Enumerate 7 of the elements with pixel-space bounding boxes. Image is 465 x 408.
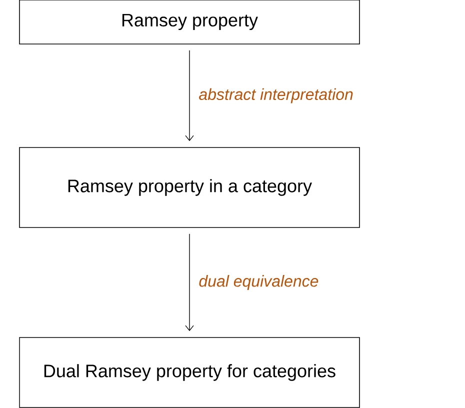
edge-label: abstract interpretation [199,88,353,104]
process-box: Ramsey property [19,0,360,44]
arrow [185,50,194,142]
process-box: Dual Ramsey property for categories [19,337,360,408]
process-box: Ramsey property in a category [19,147,360,228]
edge-label: dual equivalence [199,275,318,290]
arrow [185,234,194,332]
